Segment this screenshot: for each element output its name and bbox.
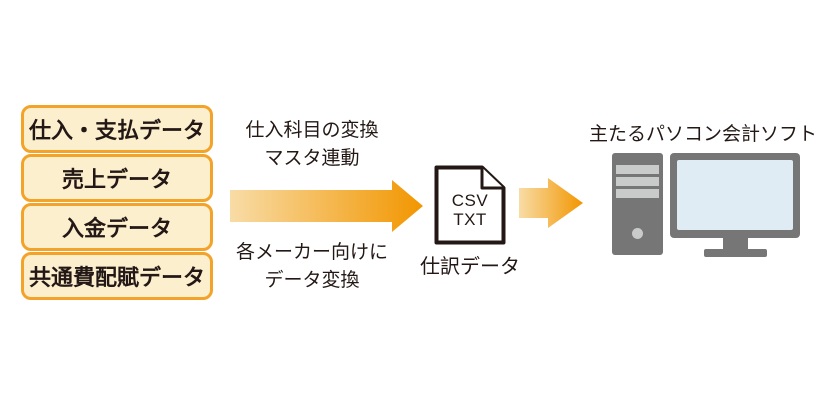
monitor-screen xyxy=(677,160,793,230)
note-line: マスタ連動 xyxy=(264,148,360,169)
file-format-line: TXT xyxy=(453,210,487,229)
note-line: データ変換 xyxy=(264,270,360,291)
tower-power-button-icon xyxy=(632,228,643,239)
source-box-sales: 売上データ xyxy=(21,154,213,202)
flow-arrow-main xyxy=(230,180,423,232)
source-box-label: 売上データ xyxy=(61,167,172,192)
flow-arrow-secondary xyxy=(519,178,583,228)
source-box-label: 共通費配賦データ xyxy=(28,265,205,290)
document-icon xyxy=(434,165,506,245)
monitor-icon xyxy=(670,153,800,238)
tower-drive-slot xyxy=(616,177,659,186)
accounting-software-label: 主たるパソコン会計ソフト xyxy=(588,124,817,145)
pc-tower-icon xyxy=(612,153,663,255)
journal-file: CSV TXT xyxy=(434,165,506,245)
source-data-stack: 仕入・支払データ 売上データ 入金データ 共通費配賦データ xyxy=(21,105,213,301)
monitor-stand-neck xyxy=(723,238,748,251)
note-line: 各メーカー向けに xyxy=(235,242,388,263)
journal-file-caption: 仕訳データ xyxy=(420,256,520,278)
conversion-note-above: 仕入科目の変換 マスタ連動 xyxy=(227,117,397,173)
file-format-text: CSV TXT xyxy=(434,191,506,229)
tower-drive-slot xyxy=(616,189,659,198)
source-box-label: 仕入・支払データ xyxy=(28,118,205,143)
file-format-line: CSV xyxy=(451,191,489,210)
source-box-label: 入金データ xyxy=(61,216,172,241)
conversion-note-below: 各メーカー向けに データ変換 xyxy=(227,239,397,295)
note-line: 仕入科目の変換 xyxy=(245,120,379,141)
source-box-deposit: 入金データ xyxy=(21,203,213,251)
tower-drive-slot xyxy=(616,165,659,174)
source-box-purchase-payment: 仕入・支払データ xyxy=(21,105,213,153)
source-box-common-cost-allocation: 共通費配賦データ xyxy=(21,252,213,300)
monitor-stand-base xyxy=(704,249,767,257)
